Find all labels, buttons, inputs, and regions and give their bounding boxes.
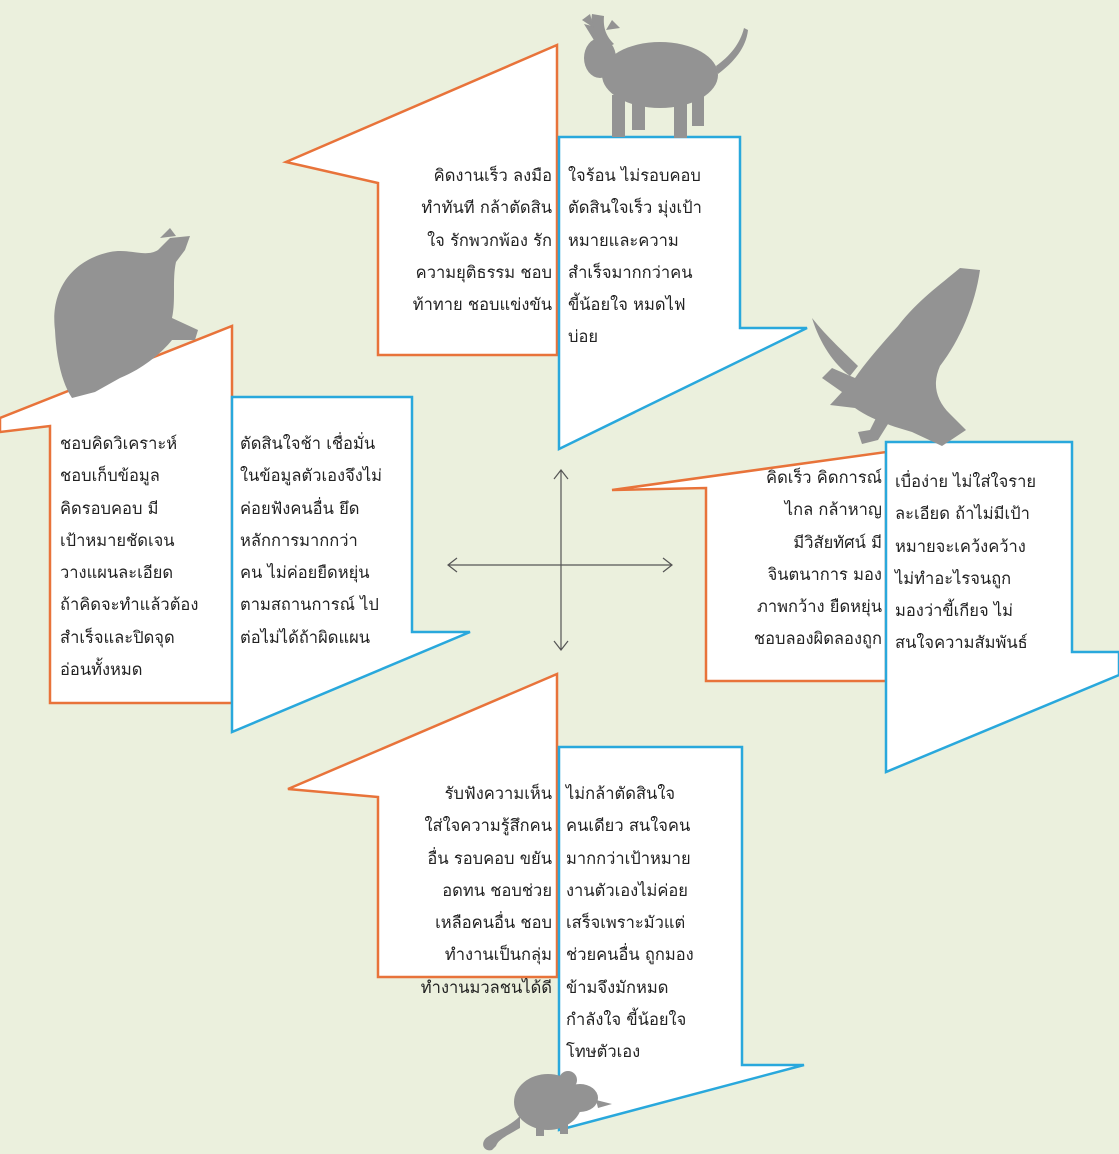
left-arrowhead-icon [447, 557, 458, 573]
bull-icon [582, 14, 748, 138]
mouse-quadrant [287, 672, 805, 1151]
center-axes [447, 469, 673, 651]
eagle-icon [812, 268, 980, 446]
eagle-strengths-text: คิดเร็ว คิดการณ์ ไกล กล้าหาญ มีวิสัยทัศน… [753, 468, 882, 649]
bull-quadrant [281, 14, 808, 452]
bull-strengths-box [281, 43, 559, 357]
bear-strengths-text: ชอบคิดวิเคราะห์ ชอบเก็บข้อมูล คิดรอบคอบ … [60, 434, 199, 680]
eagle-weaknesses-text: เบื่อง่าย ไม่ใส่ใจราย ละเอียด ถ้าไม่มีเป… [895, 472, 1037, 653]
eagle-weaknesses-box [884, 440, 1119, 774]
up-arrowhead-icon [553, 469, 569, 480]
bear-icon [54, 228, 198, 398]
right-arrowhead-icon [662, 557, 673, 573]
eagle-quadrant [611, 268, 1119, 774]
mouse-weaknesses-box [557, 745, 805, 1132]
mouse-weaknesses-text: ไม่กล้าตัดสินใจ คนเดียว สนใจคน มากกว่าเป… [566, 784, 694, 1062]
bull-strengths-text: คิดงานเร็ว ลงมือ ทำทันที กล้าตัดสิน ใจ ร… [412, 166, 552, 315]
bear-quadrant [0, 228, 471, 734]
bear-weaknesses-text: ตัดสินใจช้า เชื่อมั่น ในข้อมูลตัวเองจึงไ… [240, 434, 382, 647]
bear-weaknesses-box [230, 395, 471, 734]
bull-weaknesses-text: ใจร้อน ไม่รอบคอบ ตัดสินใจเร็ว มุ่งเป้า ห… [568, 166, 702, 347]
mouse-strengths-text: รับฟังความเห็น ใส่ใจความรู้สึกคน อื่น รอ… [420, 784, 552, 997]
bull-weaknesses-box [557, 135, 808, 452]
mouse-icon [483, 1071, 612, 1151]
down-arrowhead-icon [553, 640, 569, 651]
mouse-strengths-box [287, 672, 559, 979]
